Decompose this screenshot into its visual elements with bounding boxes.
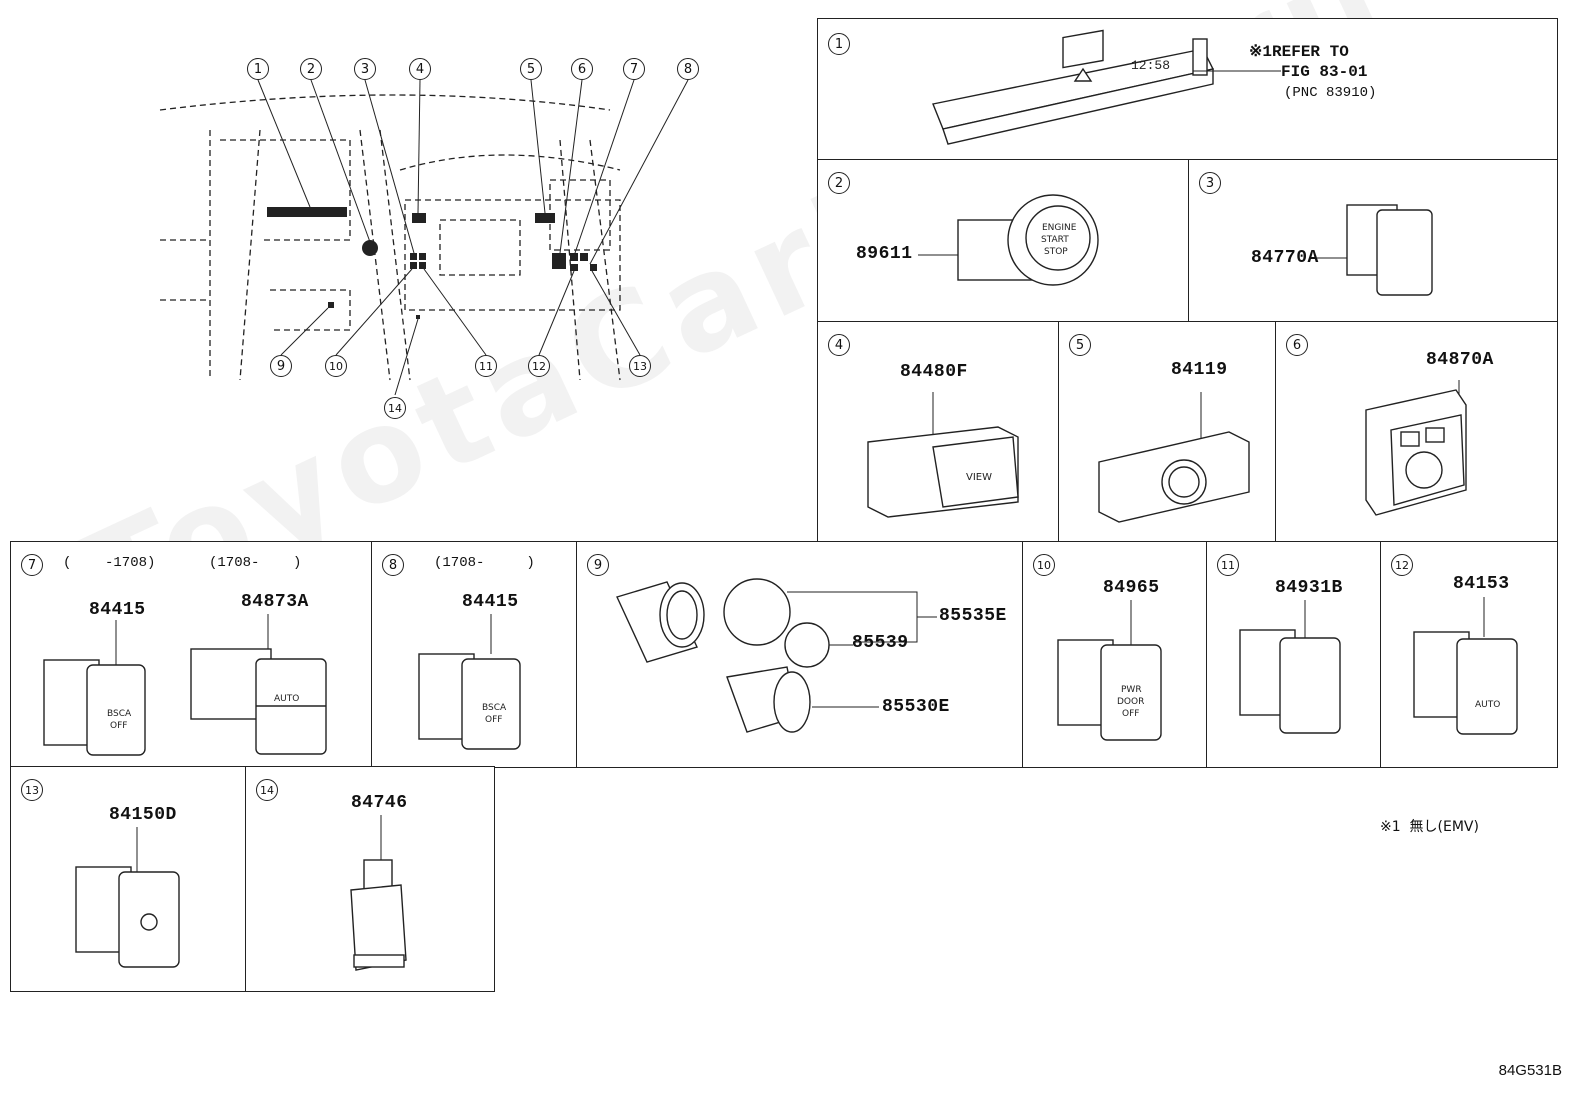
callout-2: 2 [300, 58, 322, 80]
svg-text:DOOR: DOOR [1117, 697, 1144, 707]
callout-10: 10 [325, 355, 347, 377]
callout-4: 4 [409, 58, 431, 80]
panel-11-number: 11 [1217, 554, 1239, 576]
callout-11: 11 [475, 355, 497, 377]
bsca-off-switch-drawing-p8: BSCA OFF [418, 614, 521, 750]
panel-6: 6 84870A [1275, 321, 1558, 543]
panel-3: 3 84770A [1188, 159, 1558, 323]
part-84746: 84746 [351, 793, 408, 813]
dashboard-overview [159, 79, 689, 396]
panel-4-number: 4 [828, 334, 850, 356]
part-84150D: 84150D [109, 805, 177, 825]
callout-7: 7 [623, 58, 645, 80]
part-84870A: 84870A [1426, 350, 1494, 370]
panel-14-number: 14 [256, 779, 278, 801]
svg-text:BSCA: BSCA [107, 709, 132, 719]
panel-10-number: 10 [1033, 554, 1055, 576]
callout-5: 5 [520, 58, 542, 80]
panel-2-number: 2 [828, 172, 850, 194]
panel-9-number: 9 [587, 554, 609, 576]
callout-1: 1 [247, 58, 269, 80]
power-outlet-drawing [616, 578, 937, 733]
svg-text:AUTO: AUTO [274, 694, 299, 704]
part-84153: 84153 [1453, 574, 1510, 594]
callout-3: 3 [354, 58, 376, 80]
svg-text:12:58: 12:58 [1131, 58, 1170, 73]
range-after-1708: (1708- ) [209, 555, 302, 571]
panel-13: 13 84150D [10, 766, 247, 992]
callout-13: 13 [629, 355, 651, 377]
callout-9: 9 [270, 355, 292, 377]
svg-text:OFF: OFF [110, 721, 127, 731]
svg-text:VIEW: VIEW [966, 472, 992, 483]
part-84770A: 84770A [1251, 248, 1319, 268]
part-84873A: 84873A [241, 592, 309, 612]
svg-text:STOP: STOP [1044, 247, 1068, 257]
part-85530E: 85530E [882, 697, 950, 717]
bsca-off-switch-drawing: BSCA OFF [43, 620, 146, 756]
panel-7: 7 ( -1708) (1708- ) 84415 84873A BSCA OF… [10, 541, 373, 768]
panel-8-number: 8 [382, 554, 404, 576]
part-84480F: 84480F [900, 362, 968, 382]
dimmer-switch-drawing [1098, 392, 1250, 523]
mirror-switch-drawing [1365, 380, 1467, 516]
panel-14: 14 84746 [245, 766, 495, 992]
panel-7-number: 7 [21, 554, 43, 576]
refer-note-line3: (PNC 83910) [1284, 85, 1377, 101]
svg-text:ENGINE: ENGINE [1042, 223, 1077, 233]
part-85539: 85539 [852, 633, 909, 653]
switch-11-drawing [1239, 600, 1341, 734]
svg-text:START: START [1041, 235, 1069, 245]
part-89611: 89611 [856, 244, 913, 264]
panel-6-number: 6 [1286, 334, 1308, 356]
callout-12: 12 [528, 355, 550, 377]
auto-switch-drawing: AUTO [190, 614, 327, 755]
range-after-1708-p8: (1708- ) [434, 555, 535, 571]
hazard-switch-assembly-drawing: 12:58 [932, 29, 1215, 145]
part-84119: 84119 [1171, 360, 1228, 380]
refer-note-line2: FIG 83-01 [1281, 63, 1368, 81]
auto-headlight-switch-drawing: AUTO [1413, 597, 1518, 735]
svg-text:OFF: OFF [485, 715, 502, 725]
switch-3-drawing [1317, 204, 1433, 296]
connector-drawing [350, 815, 407, 971]
callout-14: 14 [384, 397, 406, 419]
panel-10: 10 84965 PWR DOOR OFF [1022, 541, 1208, 768]
panel-2: 2 89611 ENGINE START STOP [817, 159, 1190, 323]
panel-13-number: 13 [21, 779, 43, 801]
range-before-1708: ( -1708) [63, 555, 156, 571]
panel-1-number: 1 [828, 33, 850, 55]
panel-12: 12 84153 AUTO [1380, 541, 1558, 768]
footnote-emv: ※1 無し(EMV) [1380, 819, 1479, 835]
part-85535E: 85535E [939, 606, 1007, 626]
panel-9: 9 85535E 85539 85530E [576, 541, 1024, 768]
svg-text:OFF: OFF [1122, 709, 1139, 719]
power-door-off-switch-drawing: PWR DOOR OFF [1057, 600, 1162, 741]
drawing-code: 84G531B [1498, 1062, 1562, 1079]
leader-line-1 [1193, 70, 1281, 72]
callout-6: 6 [571, 58, 593, 80]
engine-start-stop-switch-drawing: ENGINE START STOP [918, 194, 1099, 286]
svg-text:AUTO: AUTO [1475, 700, 1500, 710]
callout-8: 8 [677, 58, 699, 80]
panel-11: 11 84931B [1206, 541, 1382, 768]
panel-1: 1 12:58 ※1REFER TO FIG 83-01 (PNC 83910) [817, 18, 1558, 161]
svg-text:PWR: PWR [1121, 685, 1142, 695]
part-84931B: 84931B [1275, 578, 1343, 598]
refer-note-line1: ※1REFER TO [1249, 43, 1349, 61]
panel-8: 8 (1708- ) 84415 BSCA OFF [371, 541, 578, 768]
fog-light-switch-drawing [75, 827, 180, 968]
part-84415-a: 84415 [89, 600, 146, 620]
panel-4: 4 84480F VIEW [817, 321, 1060, 543]
view-switch-drawing: VIEW [867, 392, 1019, 518]
svg-text:BSCA: BSCA [482, 703, 507, 713]
panel-5-number: 5 [1069, 334, 1091, 356]
part-84415-b: 84415 [462, 592, 519, 612]
panel-12-number: 12 [1391, 554, 1413, 576]
panel-5: 5 84119 [1058, 321, 1277, 543]
part-84965: 84965 [1103, 578, 1160, 598]
panel-3-number: 3 [1199, 172, 1221, 194]
